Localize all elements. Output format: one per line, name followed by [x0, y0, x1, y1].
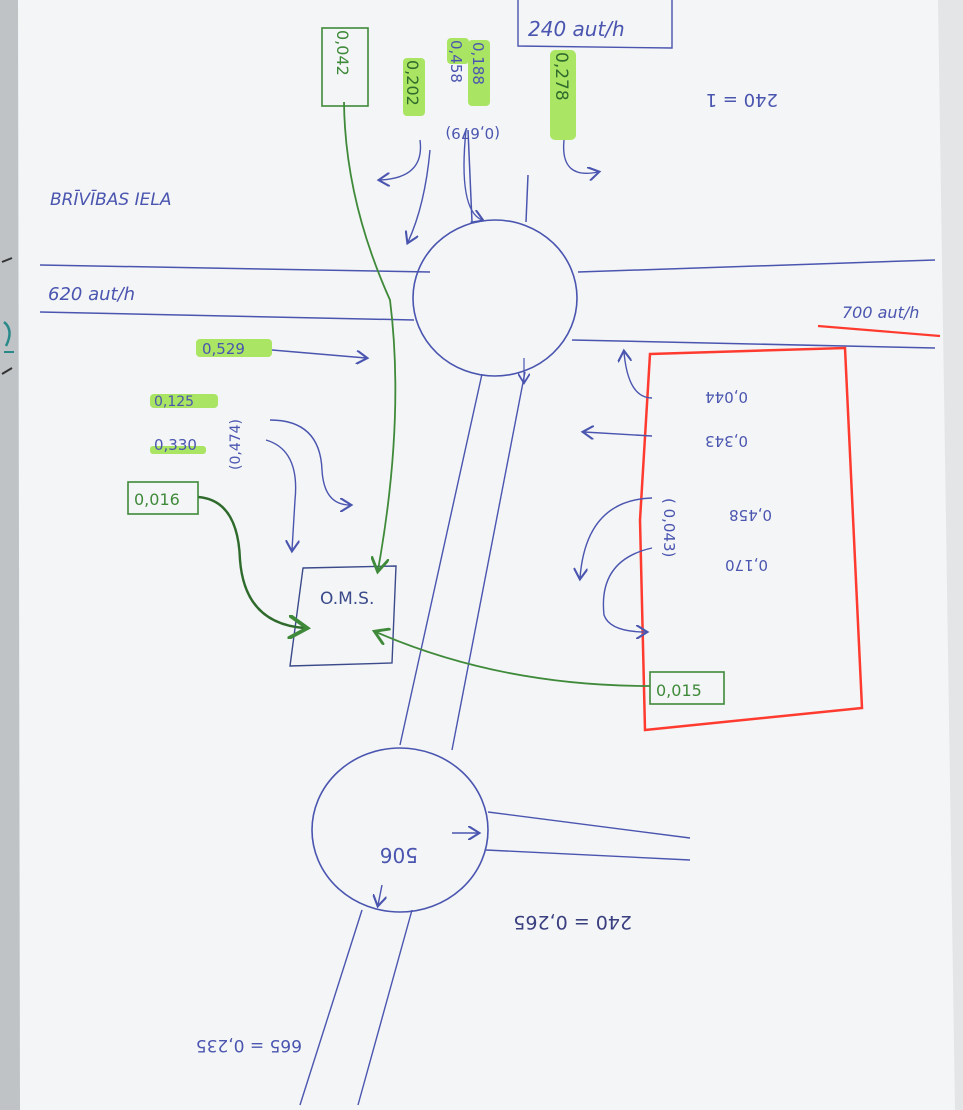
north-paren-value: (0,679)	[445, 124, 500, 142]
east-value-2: 0,343	[705, 432, 748, 450]
west-arrows	[265, 349, 366, 550]
flow-east-label: 700 aut/h	[842, 303, 919, 322]
south-roundabout-label: 506	[380, 843, 418, 867]
east-red-underline	[817, 324, 941, 338]
street-name-label: BRĪVĪBAS IELA	[50, 188, 171, 210]
north-arrows	[380, 129, 598, 242]
north-value-4: 0,278	[551, 52, 571, 101]
east-red-box	[638, 346, 864, 732]
east-green-box	[649, 671, 725, 705]
east-paren-value: ( 0,043)	[660, 498, 678, 557]
west-green-box-value: 0,016	[134, 490, 180, 509]
west-value-3: 0,330	[154, 436, 197, 454]
bottom-note: 665 = 0,235	[196, 1035, 302, 1055]
top-right-note: 240 = 1	[706, 89, 778, 110]
south-roundabout	[299, 747, 691, 1106]
west-value-1: 0,529	[202, 340, 245, 358]
west-value-2: 0,125	[154, 394, 194, 410]
roundabout-north-circle	[412, 219, 578, 377]
green-routes	[197, 101, 651, 687]
north-value-1: 0,202	[403, 60, 422, 106]
highlights	[150, 38, 576, 454]
main-roundabout	[39, 129, 936, 751]
west-paren-value: (0,474)	[228, 419, 244, 470]
north-value-3: 0,188	[469, 42, 487, 85]
north-green-box	[321, 27, 369, 107]
east-value-3: 0,458	[729, 506, 772, 524]
south-note: 240 = 0,265	[513, 911, 632, 933]
east-arrows	[524, 352, 653, 632]
north-green-box-value: 0,042	[333, 30, 352, 76]
flow-north-label: 240 aut/h	[528, 17, 625, 41]
left-margin-marks	[1, 257, 14, 375]
east-value-1: 0,044	[705, 388, 748, 406]
east-green-box-value: 0,015	[656, 681, 702, 700]
north-value-2: 0,458	[447, 40, 465, 83]
paper-shadow-edge	[938, 0, 963, 1110]
paper-surface	[18, 0, 963, 1110]
oms-label: O.M.S.	[320, 589, 374, 609]
west-green-box	[127, 481, 199, 515]
east-value-4: 0,170	[725, 556, 768, 574]
north-flow-box	[517, 0, 673, 49]
flow-west-label: 620 aut/h	[48, 284, 135, 305]
